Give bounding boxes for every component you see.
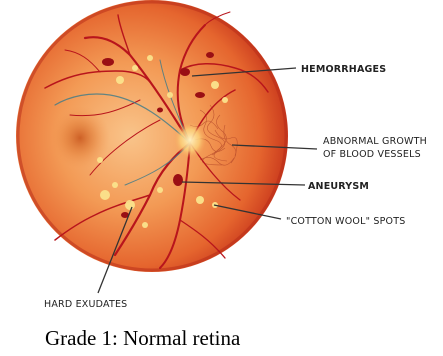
label-aneurysm: ANEURYSM [308,181,369,192]
label-hard-exudates: HARD EXUDATES [44,299,127,310]
optic-disc [174,122,206,158]
figure-caption: Grade 1: Normal retina [45,326,240,351]
label-cotton-wool: "COTTON WOOL" SPOTS [286,216,405,227]
label-hemorrhages: HEMORRHAGES [301,64,386,75]
label-abnormal-growth-line1: ABNORMAL GROWTH [323,136,427,147]
label-abnormal-growth-line2: OF BLOOD VESSELS [323,149,421,160]
